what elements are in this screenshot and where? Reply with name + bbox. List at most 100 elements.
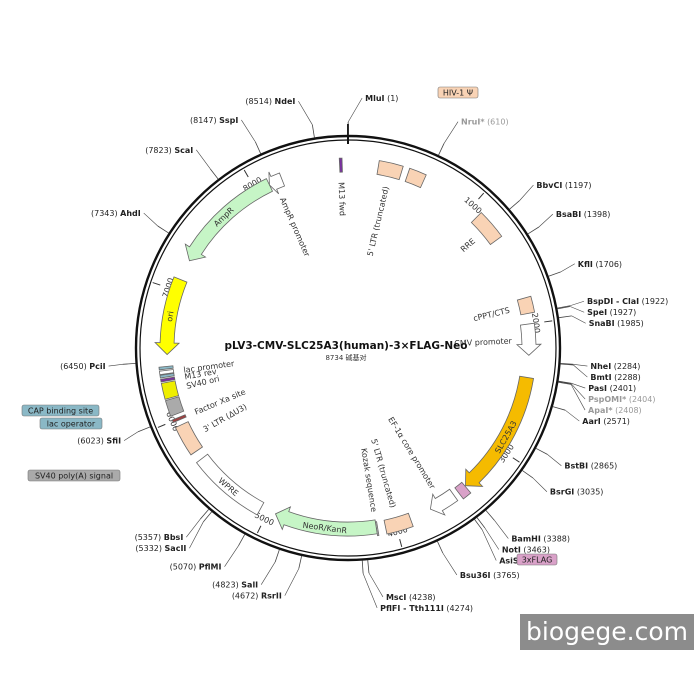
site-tick [361, 560, 364, 574]
site-tick [476, 517, 486, 529]
plasmid-name: pLV3-CMV-SLC25A3(human)-3×FLAG-Neo [224, 340, 467, 352]
site-tick [474, 519, 483, 531]
site-bsabi: BsaBI (1398) [527, 210, 610, 235]
site-name: NheI [590, 362, 611, 371]
site-leader [571, 315, 586, 324]
site-tick [437, 541, 444, 554]
site-label: (7823) ScaI [145, 146, 193, 155]
feature-label: RRE [459, 237, 477, 254]
site-position: (1706) [595, 260, 622, 269]
site-name: PasI [588, 384, 607, 393]
site-sali: (4823) SalI [212, 549, 280, 590]
site-tick [509, 200, 520, 210]
callout-label: 3xFLAG [522, 556, 553, 565]
feature-5-ltr-truncated: 5' LTR (truncated) [366, 160, 404, 257]
site-name: BspDI - ClaI [587, 297, 639, 306]
feature-shape [158, 369, 175, 376]
feature-cap-binding-site [158, 365, 174, 371]
site-tick [485, 510, 495, 521]
site-label: NheI (2284) [590, 362, 640, 371]
callout-hiv-1: HIV-1 Ψ [437, 86, 479, 99]
callout-box [437, 86, 479, 99]
plasmid-size: 8734 碱基对 [325, 353, 366, 362]
site-label: PasI (2401) [588, 384, 636, 393]
site-pcii: (6450) PciI [60, 362, 136, 371]
site-leader [108, 364, 123, 367]
feature-ampr-promoter: AmpR promoter [268, 171, 312, 259]
site-position: (2288) [614, 373, 641, 382]
callout-label: SV40 poly(A) signal [35, 472, 113, 481]
site-bsu36i: Bsu36I (3765) [437, 541, 520, 580]
site-mlui: MluI (1) [347, 94, 398, 136]
tick-label: 2000 [530, 312, 542, 333]
site-leader [547, 454, 562, 466]
site-name: PspOMI* [588, 395, 627, 404]
feature-ef-1-core-promoter: EF-1α core promoter [386, 416, 459, 516]
site-position: (7343) [91, 209, 118, 218]
site-tick [560, 363, 574, 366]
site-position: (1922) [642, 297, 669, 306]
feature-lac-operator [159, 372, 175, 379]
site-name: ScaI [174, 146, 193, 155]
site-position: (3765) [493, 571, 520, 580]
feature-label: M13 fwd [337, 182, 347, 216]
site-position: (5070) [170, 563, 197, 572]
site-tick [122, 362, 136, 365]
site-tick [558, 381, 572, 385]
site-label: (5332) SacII [135, 544, 186, 553]
site-position: (4238) [409, 593, 436, 602]
site-label: NotI (3463) [502, 546, 550, 555]
site-label: (5070) PflMI [170, 563, 222, 572]
site-bspdi-clai: BspDI - ClaI (1922) [557, 297, 669, 309]
feature-shape [516, 295, 536, 316]
site-position: (8514) [245, 97, 272, 106]
feature-cppt-cts: cPPT/CTS [472, 295, 536, 323]
site-leader [484, 527, 500, 550]
feature-label: ori [165, 311, 176, 323]
site-leader [494, 520, 509, 539]
feature-shape [338, 157, 343, 173]
site-label: BsrGI (3035) [550, 488, 604, 497]
site-tick [560, 362, 574, 365]
site-label: MscI (4238) [386, 593, 436, 602]
site-label: NruI* (610) [461, 118, 509, 127]
site-tick [311, 124, 315, 138]
site-position: (5357) [135, 533, 162, 542]
tick-mark [399, 539, 403, 547]
site-leader [570, 383, 586, 400]
feature-shape [160, 376, 176, 383]
site-name: BbsI [164, 533, 184, 542]
callout-lac-operator: lac operator [39, 417, 103, 430]
site-kfli: KflI (1706) [548, 260, 622, 277]
feature-label: CMV promoter [454, 336, 513, 348]
site-tick [200, 508, 210, 520]
feature-factor-xa-site: Factor Xa site [171, 387, 247, 424]
site-name: BmtI [590, 373, 611, 382]
site-name: AsiSI [499, 557, 521, 566]
feature-sv40-poly-a-signal [164, 396, 185, 417]
tick-mark [478, 192, 485, 200]
site-leader [442, 552, 458, 576]
site-scai: (7823) ScaI [145, 146, 219, 180]
site-name: MscI [386, 593, 406, 602]
feature-shape [515, 322, 543, 356]
feature-shape [159, 372, 175, 379]
callout-label: lac operator [47, 420, 96, 429]
site-tick [552, 406, 566, 411]
site-position: (6023) [77, 437, 104, 446]
site-leader [196, 149, 211, 169]
site-sfii: (6023) SfiI [77, 426, 151, 446]
feature-label: AmpR promoter [278, 196, 312, 259]
callout-label: HIV-1 Ψ [443, 89, 473, 98]
tick-mark [544, 320, 553, 323]
site-label: PflFI - Tth111I (4274) [380, 604, 473, 613]
site-leader [481, 529, 497, 561]
site-label: (4672) RsrII [232, 592, 282, 601]
site-label: (6023) SfiI [77, 437, 121, 446]
site-bmti: BmtI (2288) [560, 363, 641, 382]
tick-mark [152, 282, 161, 286]
site-label: BstBI (2865) [564, 462, 617, 471]
feature-shape [404, 167, 427, 189]
site-bstbi: BstBI (2865) [535, 447, 617, 471]
site-tick [203, 511, 213, 522]
